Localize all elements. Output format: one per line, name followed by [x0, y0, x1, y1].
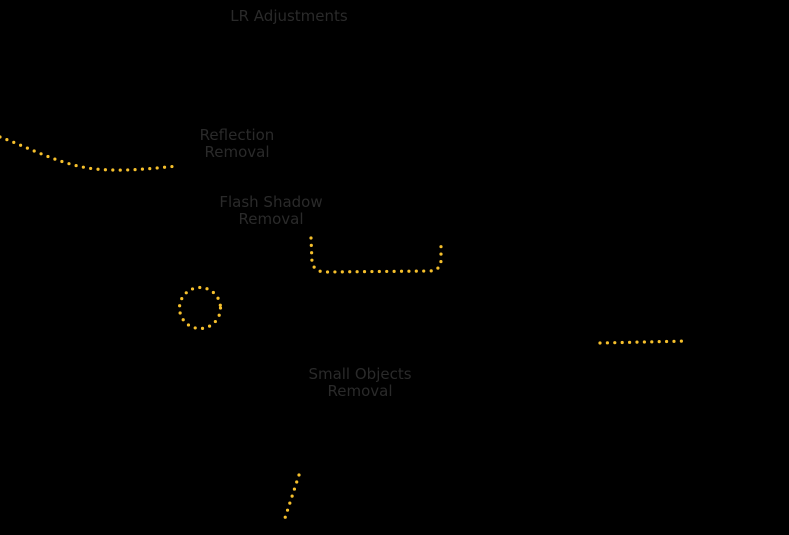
- label-lr-adjustments: LR Adjustments: [209, 8, 369, 25]
- dot-trail-flash-shadow: [309, 236, 443, 274]
- label-flash-line-1: Flash Shadow: [219, 193, 323, 211]
- label-small-line-1: Small Objects: [308, 365, 412, 383]
- dot-trail-circle: [177, 285, 223, 331]
- label-flash-shadow-removal: Flash Shadow Removal: [196, 194, 346, 228]
- label-lr-adjustments-text: LR Adjustments: [230, 7, 348, 25]
- label-flash-line-2: Removal: [238, 210, 304, 228]
- label-reflection-line-2: Removal: [204, 143, 270, 161]
- dot-trail-right: [598, 339, 690, 345]
- label-small-objects-removal: Small Objects Removal: [285, 366, 435, 400]
- label-reflection-removal: Reflection Removal: [177, 127, 297, 161]
- dot-trail-reflection: [0, 135, 180, 172]
- dot-trail-bottom: [282, 473, 301, 523]
- label-reflection-line-1: Reflection: [199, 126, 275, 144]
- label-small-line-2: Removal: [327, 382, 393, 400]
